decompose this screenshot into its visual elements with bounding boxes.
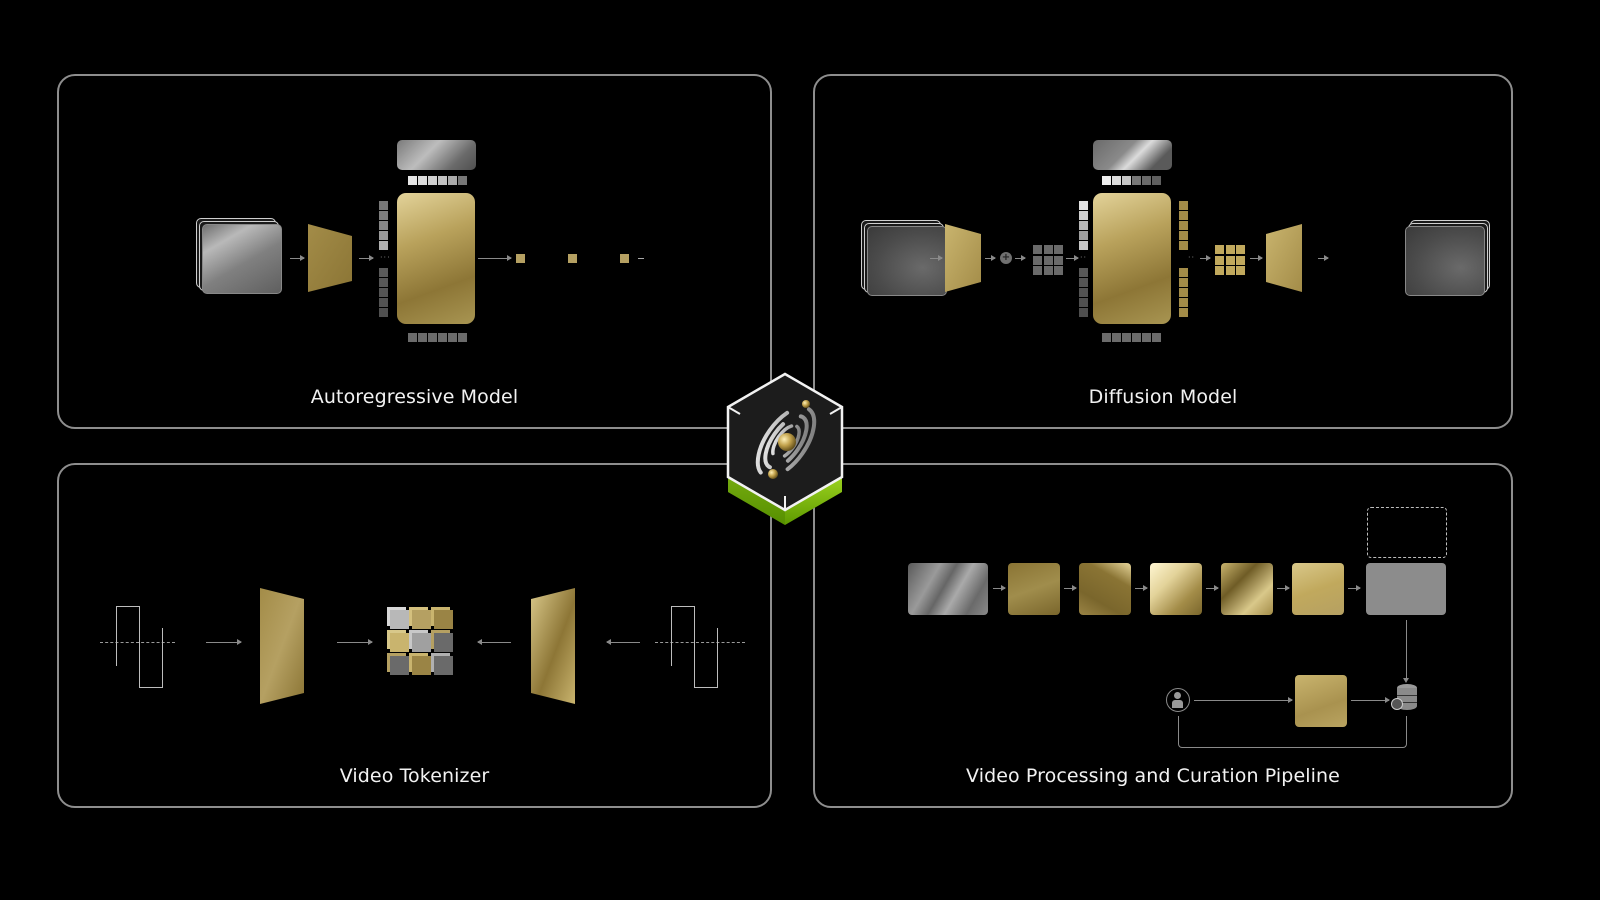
decoder-icon: [1266, 224, 1302, 292]
token-column-icon: [379, 268, 388, 317]
ellipsis-icon: ··: [1188, 253, 1196, 262]
input-frames-icon: [196, 218, 284, 296]
arrow-icon: [1348, 585, 1361, 591]
arrow-icon: [478, 255, 512, 261]
decoder-icon: [531, 588, 575, 704]
annotator-user-icon: [1166, 688, 1190, 712]
token-column-icon: [379, 201, 388, 250]
stage-3-tile: [1150, 563, 1202, 615]
ellipsis-icon: ··: [1080, 253, 1088, 262]
arrow-icon: [290, 255, 305, 261]
arrow-icon: [477, 639, 511, 645]
input-signal-icon: [100, 606, 180, 688]
noise-add-icon: +: [1000, 252, 1012, 264]
tokenizer-title: Video Tokenizer: [339, 765, 490, 787]
arrow-icon: [1015, 255, 1026, 261]
review-stage-tile: [1295, 675, 1347, 727]
arrowhead-down: [1403, 678, 1409, 683]
noisy-latent-grid: [1033, 245, 1063, 275]
reconstructed-signal-icon: [655, 606, 745, 688]
arrow-icon: [993, 585, 1006, 591]
connector-line: [1406, 620, 1407, 678]
token-column-icon: [1179, 268, 1188, 317]
arrow-icon: [359, 255, 374, 261]
stage-2-tile: [1079, 563, 1131, 615]
output-frames-icon: [1405, 220, 1493, 298]
arrow-icon: [930, 255, 943, 261]
arrow-icon: [1064, 585, 1077, 591]
diffusion-title: Diffusion Model: [1088, 386, 1238, 408]
input-frames-icon: [861, 220, 949, 298]
output-token-icon: [516, 254, 525, 263]
arrow-icon: [606, 639, 640, 645]
token-row-icon: [408, 333, 467, 342]
placeholder-box: [1367, 507, 1447, 558]
database-icon: [1391, 684, 1421, 714]
output-token-icon: [568, 254, 577, 263]
stage-4-tile: [1221, 563, 1273, 615]
raw-video-tile: [908, 563, 988, 615]
curation-panel: Video Processing and Curation Pipeline: [813, 463, 1513, 808]
encoder-icon: [308, 224, 352, 292]
transformer-block: [397, 193, 475, 324]
arrow-icon: [1194, 697, 1293, 703]
continuation-dash: [638, 258, 644, 259]
curated-output-tile: [1366, 563, 1446, 615]
arrow-icon: [337, 639, 373, 645]
output-token-icon: [620, 254, 629, 263]
token-column-icon: [1079, 268, 1088, 317]
galaxy-cube-icon: [726, 372, 844, 525]
curation-title: Video Processing and Curation Pipeline: [966, 765, 1340, 787]
token-row-icon: [1102, 176, 1161, 185]
text-encoder-block: [1093, 140, 1172, 170]
feedback-loop-line: [1178, 716, 1407, 748]
token-column-icon: [1079, 201, 1088, 250]
encoder-icon: [945, 224, 981, 292]
token-row-icon: [1102, 333, 1161, 342]
arrow-icon: [1351, 697, 1390, 703]
arrow-icon: [1277, 585, 1290, 591]
text-encoder-block: [397, 140, 476, 170]
stage-5-tile: [1292, 563, 1344, 615]
arrow-icon: [1318, 255, 1329, 261]
arrow-icon: [1206, 585, 1219, 591]
arrow-icon: [206, 639, 242, 645]
token-row-icon: [408, 176, 467, 185]
arrow-icon: [1200, 255, 1211, 261]
ellipsis-icon: ···: [380, 253, 391, 262]
denoised-latent-grid: [1215, 245, 1245, 275]
arrow-icon: [985, 255, 996, 261]
center-logo: [726, 372, 844, 527]
encoder-icon: [260, 588, 304, 704]
token-column-icon: [1179, 201, 1188, 250]
transformer-block: [1093, 193, 1171, 324]
autoregressive-title: Autoregressive Model: [310, 386, 519, 408]
arrow-icon: [1250, 255, 1263, 261]
stage-1-tile: [1008, 563, 1060, 615]
arrow-icon: [1135, 585, 1148, 591]
token-cube-icon: [390, 610, 456, 678]
arrow-icon: [1066, 255, 1079, 261]
